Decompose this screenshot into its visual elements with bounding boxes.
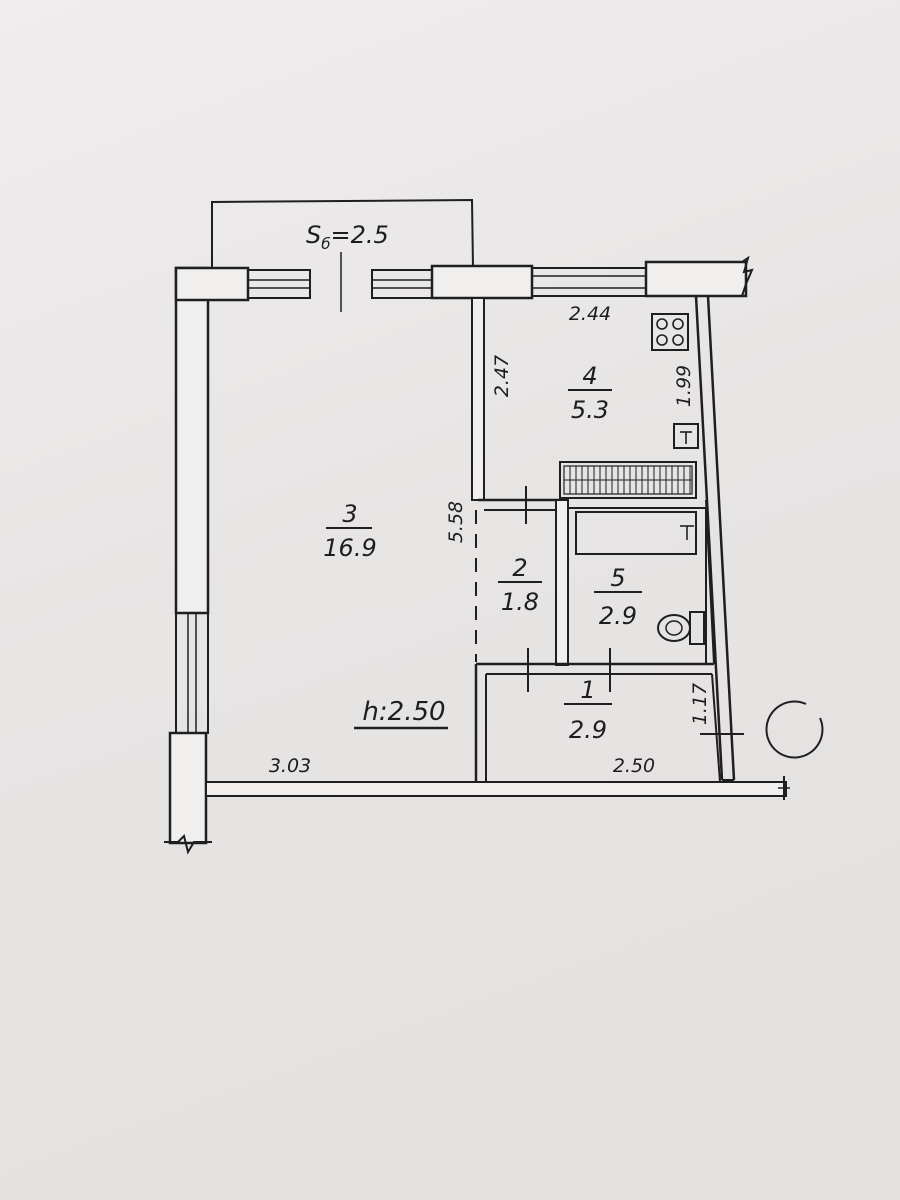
room-number: 1: [580, 676, 595, 704]
room-number: 2: [512, 554, 527, 582]
balcony: [211, 198, 474, 269]
interior-walls: [471, 297, 744, 783]
bathroom-fixtures: [567, 507, 707, 665]
room-area: 5.3: [571, 396, 609, 424]
room-4-label: 4 5.3: [568, 362, 612, 424]
room-area: 16.9: [323, 534, 376, 562]
dimension-kitchen-depth: 2.47: [491, 355, 513, 397]
bathtub-icon: [575, 511, 697, 555]
kitchen-fixtures: [559, 313, 699, 499]
room-number: 3: [342, 500, 357, 528]
ceiling-height-label: h:2.50: [354, 697, 448, 730]
room-2-label: 2 1.8: [498, 554, 542, 616]
room-number: 4: [582, 362, 597, 390]
sink-icon: [673, 423, 699, 449]
room-area: 2.9: [569, 716, 607, 744]
exterior-walls: [164, 252, 790, 855]
dimension-kitchen-right: 1.99: [673, 365, 695, 407]
room-1-label: 1 2.9: [564, 676, 612, 744]
dimension-hall-width: 2.50: [613, 755, 655, 777]
stove-icon: [651, 313, 689, 351]
ventilation-grille: [559, 461, 697, 499]
dimension-room-width: 3.03: [269, 755, 311, 777]
room-3-label: 3 16.9: [323, 500, 376, 562]
room-5-label: 5 2.9: [594, 564, 642, 630]
room-number: 5: [610, 564, 625, 592]
dimension-hall-right: 1.17: [689, 683, 711, 725]
toilet-icon: [657, 611, 705, 645]
riser-circle-icon: [765, 700, 824, 759]
room-area: 2.9: [599, 602, 637, 630]
svg-text:h:2.50: h:2.50: [362, 697, 445, 727]
dimension-room-depth: 5.58: [445, 501, 467, 543]
balcony-area-label: Sб=2.5: [306, 221, 389, 253]
dimension-kitchen-width: 2.44: [569, 303, 611, 325]
room-area: 1.8: [501, 588, 539, 616]
